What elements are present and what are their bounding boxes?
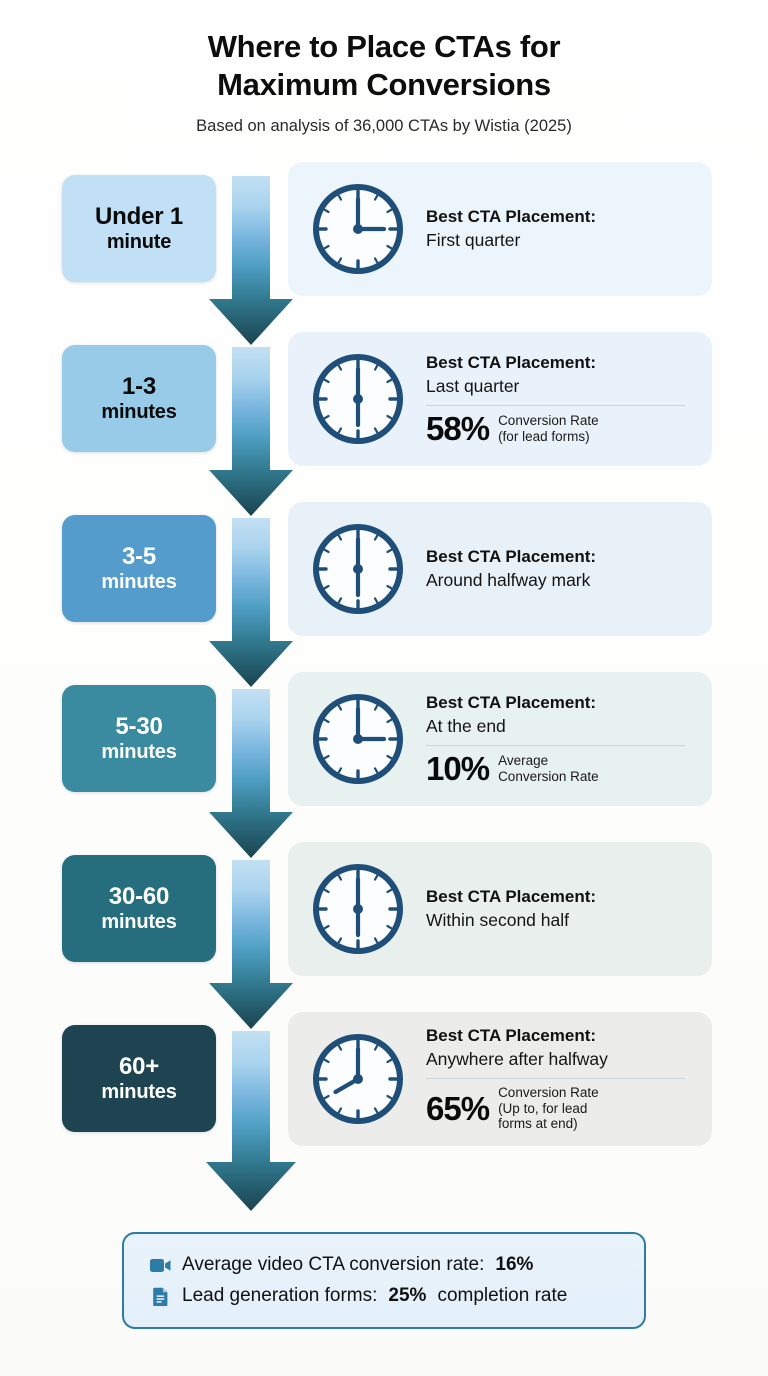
stat-divider: [426, 745, 686, 747]
duration-pill-secondary: minutes: [101, 400, 177, 423]
duration-pill-secondary: minutes: [101, 740, 177, 763]
document-icon: [150, 1286, 171, 1307]
placement-text: Best CTA Placement: At the end 10% Avera…: [410, 692, 696, 785]
placement-card[interactable]: Best CTA Placement: Last quarter 58% Con…: [288, 331, 712, 466]
placement-value: Around halfway mark: [426, 569, 591, 590]
placement-value: Last quarter: [426, 376, 520, 397]
placement-label: Best CTA Placement:: [426, 693, 597, 713]
clock-icon: [306, 1027, 410, 1131]
duration-pill[interactable]: Under 1 minute: [62, 175, 216, 283]
stat-description: Conversion Rate(for lead forms): [498, 413, 599, 444]
duration-pill[interactable]: 30-60 minutes: [62, 855, 216, 963]
clock-face: [313, 1033, 403, 1124]
placement-card[interactable]: Best CTA Placement: Anywhere after halfw…: [288, 1011, 712, 1146]
page-subtitle: Based on analysis of 36,000 CTAs by Wist…: [196, 116, 572, 135]
stat-divider: [426, 1078, 686, 1080]
stat-value: 10%: [426, 750, 490, 788]
stat-value: 58%: [426, 410, 490, 448]
clock-icon: [306, 687, 410, 791]
header: Where to Place CTAs for Maximum Conversi…: [0, 0, 768, 136]
duration-pill-primary: 1-3: [121, 373, 157, 401]
clock-face: [313, 183, 403, 274]
placement-text: Best CTA Placement: Anywhere after halfw…: [410, 1025, 696, 1132]
footer-video-text: Average video CTA conversion rate:: [182, 1254, 485, 1275]
footer-forms-suffix: completion rate: [437, 1285, 568, 1306]
stat-divider: [426, 405, 686, 407]
footer-video-value: 16%: [495, 1254, 534, 1275]
timeline-row: 1-3 minutes Best CTA Placement: Last qua…: [0, 328, 768, 470]
duration-pill[interactable]: 1-3 minutes: [62, 345, 216, 453]
placement-card[interactable]: Best CTA Placement: First quarter: [288, 161, 712, 296]
placement-text: Best CTA Placement: Around halfway mark: [410, 546, 696, 592]
stat-desc-line: Conversion Rate: [498, 1085, 599, 1101]
duration-pill-primary: 3-5: [121, 543, 157, 571]
placement-card[interactable]: Best CTA Placement: At the end 10% Avera…: [288, 671, 712, 806]
clock-icon: [306, 517, 410, 621]
placement-label: Best CTA Placement:: [426, 206, 597, 226]
placement-value: First quarter: [426, 229, 521, 250]
duration-pill-secondary: minutes: [101, 910, 177, 933]
timeline-rows: Under 1 minute Best CTA Placement: First…: [0, 158, 768, 1150]
footer-line-forms: Lead generation forms: 25% completion ra…: [150, 1285, 644, 1307]
stat-desc-line: (Up to, for lead: [498, 1100, 588, 1116]
footer-forms-text: Lead generation forms:: [182, 1285, 378, 1306]
stat-desc-line: forms at end): [498, 1116, 578, 1132]
stat-value: 65%: [426, 1090, 490, 1128]
duration-pill-primary: Under 1: [95, 203, 183, 231]
clock-icon: [306, 347, 410, 451]
duration-pill-primary: 5-30: [115, 713, 163, 741]
duration-pill[interactable]: 3-5 minutes: [62, 515, 216, 623]
clock-icon: [306, 177, 410, 281]
clock-face: [313, 353, 403, 444]
summary-footer: Average video CTA conversion rate: 16% L…: [122, 1232, 646, 1329]
stat-desc-line: (for lead forms): [498, 428, 590, 444]
timeline-row: 60+ minutes Best CTA Placement: Anywhere…: [0, 1008, 768, 1150]
duration-pill-secondary: minutes: [101, 1080, 177, 1103]
placement-card[interactable]: Best CTA Placement: Within second half: [288, 841, 712, 976]
timeline-row: 30-60 minutes Best CTA Placement: Within…: [0, 838, 768, 980]
placement-label: Best CTA Placement:: [426, 353, 597, 373]
stat-desc-line: Average: [498, 752, 549, 768]
placement-value: At the end: [426, 716, 506, 737]
duration-pill-secondary: minutes: [101, 570, 177, 593]
clock-icon: [306, 857, 410, 961]
title-line-2: Maximum Conversions: [217, 66, 551, 102]
placement-label: Best CTA Placement:: [426, 1026, 597, 1046]
placement-value: Anywhere after halfway: [426, 1049, 608, 1070]
clock-face: [313, 863, 403, 954]
placement-label: Best CTA Placement:: [426, 886, 597, 906]
video-camera-icon: [150, 1255, 171, 1276]
stat-desc-line: Conversion Rate: [498, 768, 599, 784]
duration-pill[interactable]: 5-30 minutes: [62, 685, 216, 793]
timeline-row: 5-30 minutes Best CTA Placement: At the …: [0, 668, 768, 810]
duration-pill-primary: 60+: [118, 1053, 160, 1081]
timeline-row: Under 1 minute Best CTA Placement: First…: [0, 158, 768, 300]
placement-text: Best CTA Placement: First quarter: [410, 206, 696, 252]
duration-pill-primary: 30-60: [108, 883, 170, 911]
placement-text: Best CTA Placement: Last quarter 58% Con…: [410, 352, 696, 445]
timeline-row: 3-5 minutes Best CTA Placement: Around h…: [0, 498, 768, 640]
placement-value: Within second half: [426, 909, 569, 930]
footer-line-video: Average video CTA conversion rate: 16%: [150, 1254, 644, 1276]
placement-card[interactable]: Best CTA Placement: Around halfway mark: [288, 501, 712, 636]
clock-face: [313, 693, 403, 784]
stat-row: 58% Conversion Rate(for lead forms): [426, 412, 696, 445]
stat-desc-line: Conversion Rate: [498, 412, 599, 428]
placement-label: Best CTA Placement:: [426, 546, 597, 566]
clock-face: [313, 523, 403, 614]
stat-block: 58% Conversion Rate(for lead forms): [426, 405, 696, 445]
duration-pill-secondary: minute: [106, 230, 172, 253]
footer-forms-value: 25%: [388, 1285, 427, 1306]
duration-pill[interactable]: 60+ minutes: [62, 1025, 216, 1133]
page-title: Where to Place CTAs for Maximum Conversi…: [0, 28, 768, 104]
title-line-1: Where to Place CTAs for: [207, 29, 561, 64]
placement-text: Best CTA Placement: Within second half: [410, 886, 696, 932]
